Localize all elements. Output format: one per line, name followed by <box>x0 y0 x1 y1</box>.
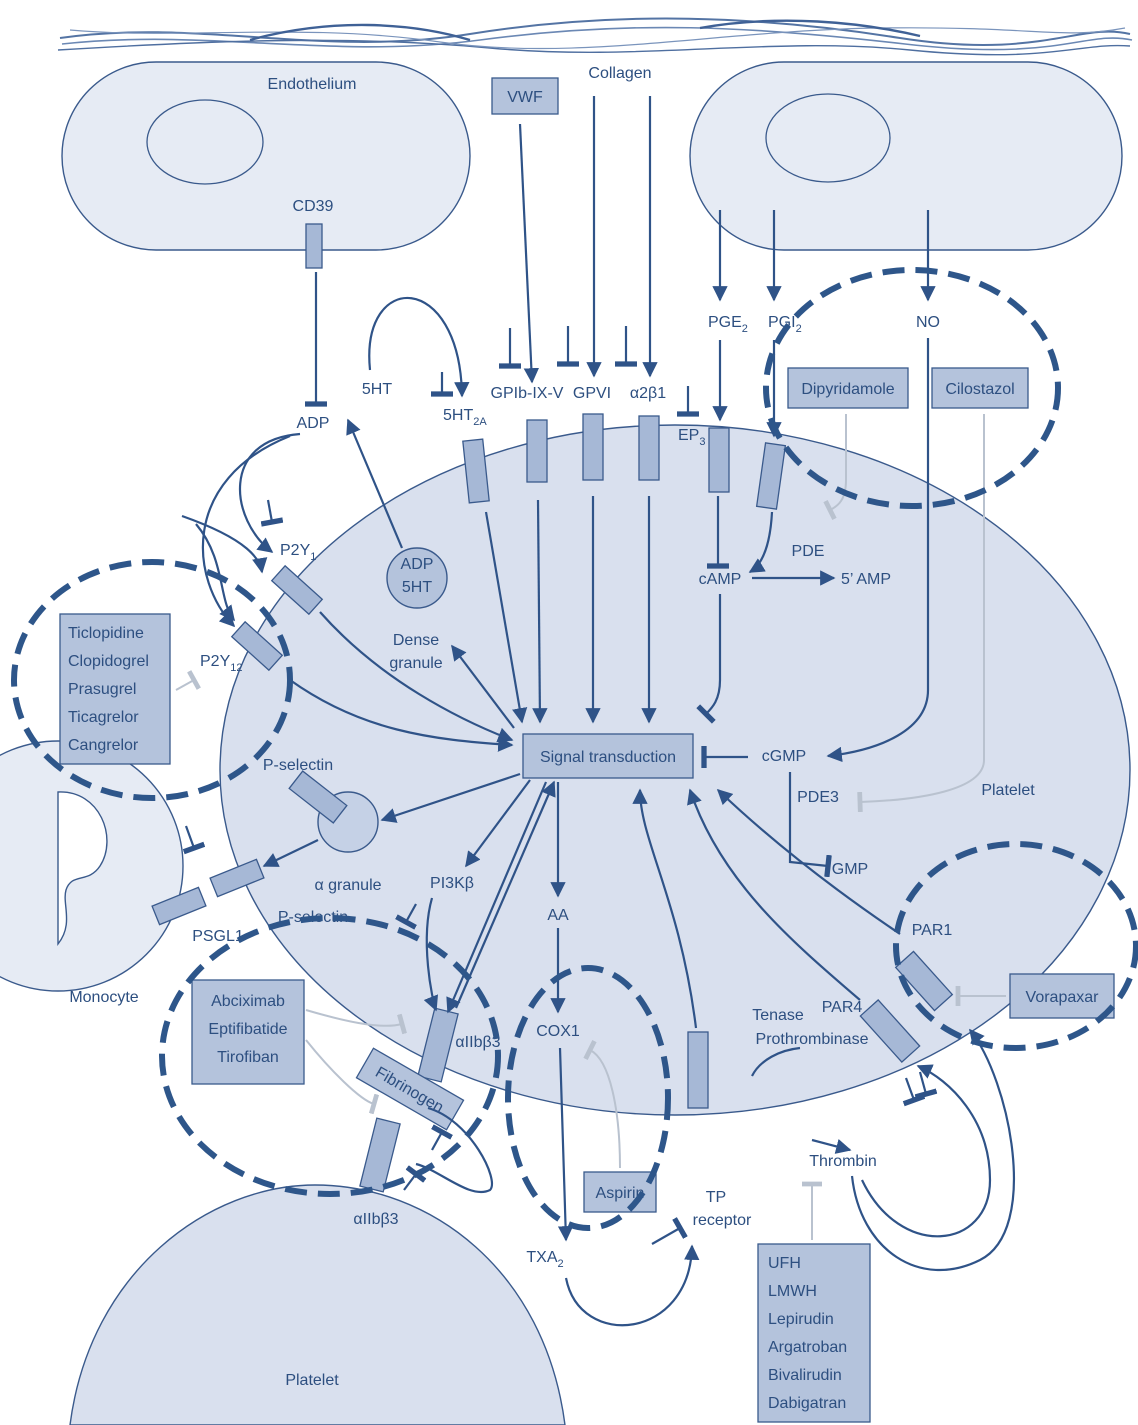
5amp-label: 5’ AMP <box>841 571 891 588</box>
bottom-platelet <box>70 1185 565 1425</box>
gpib-receptor <box>527 420 547 482</box>
dipyridamole-label: Dipyridamole <box>801 381 894 398</box>
p2y1-label: P2Y1 <box>280 542 316 563</box>
cox1-label: COX1 <box>536 1023 580 1040</box>
bottom-platelet-label: Platelet <box>285 1372 339 1389</box>
pselectin-top-label: P-selectin <box>263 757 333 774</box>
a2b1-label: α2β1 <box>630 385 666 402</box>
par1-label: PAR1 <box>912 922 953 939</box>
aiib-bottom-label: αIIbβ3 <box>353 1211 398 1228</box>
drug-bivalirudin: Bivalirudin <box>768 1367 842 1384</box>
dense-granule-5ht: 5HT <box>402 579 432 596</box>
prothrombinase-label: Prothrombinase <box>756 1031 869 1048</box>
drug-argatroban: Argatroban <box>768 1339 847 1356</box>
txa2-label: TXA2 <box>526 1249 563 1270</box>
vwf-label: VWF <box>507 89 543 106</box>
drug-ticlopidine: Ticlopidine <box>68 625 144 642</box>
endothelial-cell-left <box>62 62 470 250</box>
endothelial-nucleus-left <box>147 100 263 184</box>
dense-granule-label-2: granule <box>389 655 442 672</box>
dense-granule-label-1: Dense <box>393 632 439 649</box>
dense-granule-adp: ADP <box>401 556 434 573</box>
pde3-label: PDE3 <box>797 789 839 806</box>
drug-prasugrel: Prasugrel <box>68 681 136 698</box>
platelet-label: Platelet <box>981 782 1035 799</box>
5ht-label: 5HT <box>362 381 392 398</box>
collagen-label: Collagen <box>588 65 651 82</box>
collagen-fibres <box>58 19 1132 55</box>
vorapaxar-label: Vorapaxar <box>1026 989 1100 1006</box>
drug-dabigatran: Dabigatran <box>768 1395 846 1412</box>
endothelium-label: Endothelium <box>268 76 357 93</box>
endothelial-cell-right <box>690 62 1122 250</box>
5ht2a-label: 5HT2A <box>443 407 487 428</box>
gmp-label: GMP <box>832 861 868 878</box>
endothelial-nucleus-right <box>766 94 890 182</box>
alpha-granule-label: α granule <box>314 877 381 894</box>
tenase-label: Tenase <box>752 1007 804 1024</box>
drug-eptifibatide: Eptifibatide <box>208 1021 287 1038</box>
ep3-pge2-receptor <box>709 428 729 492</box>
gpvi-label: GPVI <box>573 385 611 402</box>
drug-lepirudin: Lepirudin <box>768 1311 834 1328</box>
pge2-label: PGE2 <box>708 314 748 335</box>
adp-label: ADP <box>297 415 330 432</box>
no-label: NO <box>916 314 940 331</box>
signal-transduction-label: Signal transduction <box>540 749 676 766</box>
tp-receptor <box>688 1032 708 1108</box>
pi3k-label: PI3Kβ <box>430 875 474 892</box>
camp-label: cAMP <box>699 571 742 588</box>
drug-ufh: UFH <box>768 1255 801 1272</box>
psgl1-label: PSGL1 <box>192 928 244 945</box>
aa-label: AA <box>547 907 569 924</box>
monocyte-label: Monocyte <box>69 989 138 1006</box>
par4-label: PAR4 <box>822 999 863 1016</box>
pde-label: PDE <box>792 543 825 560</box>
drug-lmwh: LMWH <box>768 1283 817 1300</box>
cilostazol-label: Cilostazol <box>945 381 1014 398</box>
drug-cangrelor: Cangrelor <box>68 737 139 754</box>
tp-receptor-label-2: receptor <box>693 1212 752 1229</box>
a2b1-receptor <box>639 416 659 480</box>
drug-ticagrelor: Ticagrelor <box>68 709 139 726</box>
gpvi-receptor <box>583 414 603 480</box>
p2y12-label: P2Y12 <box>200 653 243 674</box>
drug-clopidogrel: Clopidogrel <box>68 653 149 670</box>
tp-receptor-label-1: TP <box>706 1189 726 1206</box>
thrombin-label: Thrombin <box>809 1153 877 1170</box>
gpib-label: GPIb-IX-V <box>491 385 564 402</box>
cd39-receptor <box>306 224 322 268</box>
cd39-label: CD39 <box>293 198 334 215</box>
drug-tirofiban: Tirofiban <box>217 1049 279 1066</box>
drug-abciximab: Abciximab <box>211 993 285 1010</box>
cgmp-label: cGMP <box>762 748 806 765</box>
